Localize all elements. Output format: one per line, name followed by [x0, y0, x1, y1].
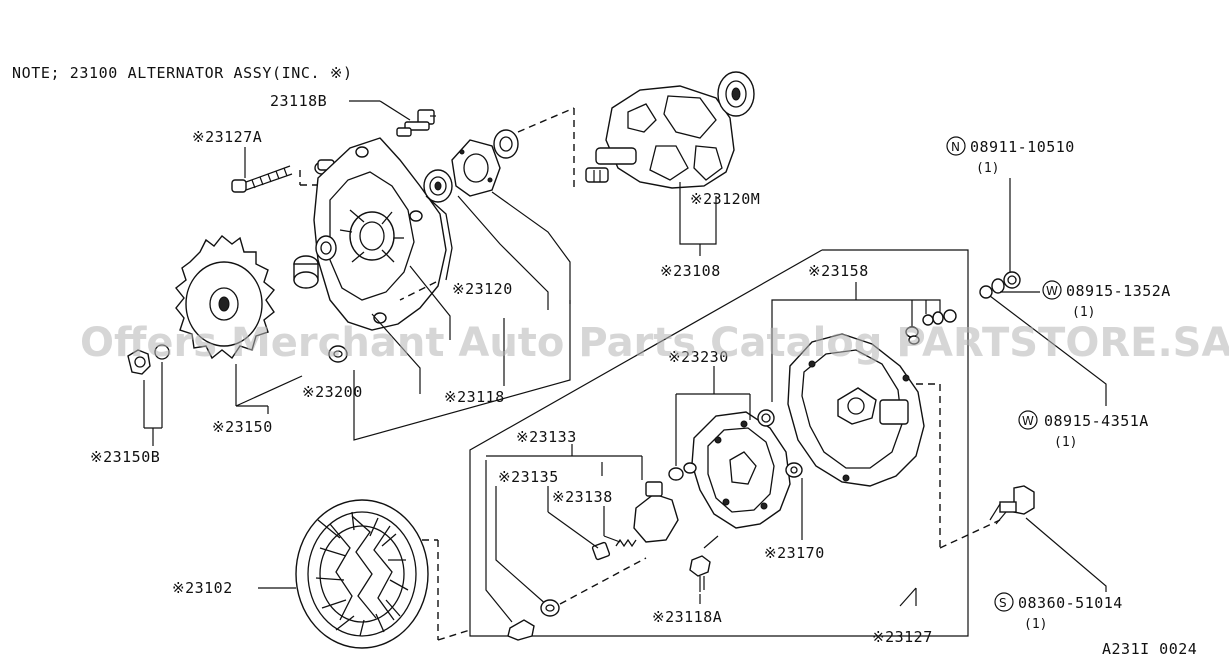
- leader-screw: [1025, 517, 1107, 592]
- fastener-nut-label[interactable]: N 08911-10510 (1): [946, 136, 1075, 176]
- leader-washer2: [989, 295, 1107, 406]
- fastener-screw-label[interactable]: S 08360-51014 (1): [994, 592, 1123, 632]
- leader-23118A-a: [703, 535, 719, 549]
- nut-prefix: N: [951, 140, 960, 154]
- part-pulley-collar[interactable]: [293, 235, 337, 289]
- leader-23120-a: [457, 195, 549, 310]
- part-23108-rotor[interactable]: [585, 85, 735, 189]
- part-bearing-retainer[interactable]: [451, 139, 501, 197]
- watermark-text: Offers Merchant Auto Parts Catalog PARTS…: [80, 320, 1229, 366]
- label-23127[interactable]: ※23127: [872, 628, 933, 646]
- part-terminal-nut[interactable]: [979, 271, 1021, 299]
- label-23230[interactable]: ※23230: [668, 348, 729, 366]
- label-23127A[interactable]: ※23127A: [192, 128, 262, 146]
- leader-23120-b: [491, 191, 571, 304]
- label-23102[interactable]: ※23102: [172, 579, 233, 597]
- label-23158[interactable]: ※23158: [808, 262, 869, 280]
- part-rotor-rear-bearing[interactable]: [717, 71, 755, 117]
- screw-qty: (1): [1024, 617, 1047, 632]
- part-23158-rear-housing[interactable]: [787, 333, 925, 487]
- part-23150B-nut[interactable]: [127, 344, 170, 375]
- part-terminal-washers[interactable]: [905, 309, 957, 345]
- label-23120M[interactable]: ※23120M: [690, 190, 760, 208]
- dashed-guide-8: [939, 519, 1001, 549]
- part-front-housing[interactable]: [313, 137, 453, 331]
- dashed-guide-3: [517, 107, 575, 133]
- washer2-code: 08915-4351A: [1044, 412, 1149, 430]
- leader-23138-b: [603, 535, 621, 543]
- group-frame-rear: [469, 249, 969, 637]
- washer1-qty: (1): [1072, 305, 1095, 320]
- label-23135[interactable]: ※23135: [498, 468, 559, 486]
- fastener-washer1-label[interactable]: W 08915-1352A (1): [1042, 280, 1171, 320]
- label-23120[interactable]: ※23120: [452, 280, 513, 298]
- part-23230-brush-holder[interactable]: [691, 411, 791, 529]
- part-23170-bushing[interactable]: [757, 409, 803, 478]
- nut-qty: (1): [976, 161, 999, 176]
- leader-23127-a: [899, 587, 917, 607]
- part-23138-spring[interactable]: [615, 538, 637, 548]
- dashed-guide-12: [437, 629, 471, 641]
- part-23127-bolt[interactable]: [507, 599, 560, 641]
- part-23118B-bolt[interactable]: [396, 109, 436, 137]
- leader-23200-b: [409, 265, 451, 340]
- leader-23200-a: [371, 313, 421, 394]
- label-23108[interactable]: ※23108: [660, 262, 721, 280]
- part-23102-stator[interactable]: [295, 499, 429, 649]
- nut-code: 08911-10510: [970, 138, 1075, 156]
- leader-23150-d: [235, 375, 303, 407]
- label-23150B[interactable]: ※23150B: [90, 448, 160, 466]
- part-spacer-ring[interactable]: [493, 129, 519, 159]
- washer2-prefix: W: [1022, 414, 1034, 428]
- washer2-qty: (1): [1054, 435, 1077, 450]
- part-housing-nut[interactable]: [328, 345, 348, 363]
- part-23127A-through-bolt[interactable]: [231, 165, 293, 193]
- leader-23133-a: [485, 460, 513, 623]
- leader-23118B-2: [379, 100, 411, 121]
- label-23118[interactable]: ※23118: [444, 388, 505, 406]
- part-brush-assembly[interactable]: [633, 462, 697, 543]
- leader-23108: [679, 182, 717, 245]
- label-23133[interactable]: ※23133: [516, 428, 577, 446]
- fastener-washer2-label[interactable]: W 08915-4351A (1): [1018, 410, 1149, 450]
- part-front-bearing[interactable]: [423, 169, 453, 203]
- label-23138[interactable]: ※23138: [552, 488, 613, 506]
- label-23118B[interactable]: 23118B: [270, 92, 327, 110]
- leader-23135-c: [547, 511, 599, 549]
- label-23118A[interactable]: ※23118A: [652, 608, 722, 626]
- leader-23135-a: [495, 486, 549, 607]
- label-23170[interactable]: ※23170: [764, 544, 825, 562]
- screw-prefix: S: [999, 596, 1007, 610]
- part-screw-08360[interactable]: [989, 485, 1035, 525]
- washer1-code: 08915-1352A: [1066, 282, 1171, 300]
- leader-23118-box: [353, 300, 571, 441]
- part-23135-brush[interactable]: [591, 541, 611, 561]
- part-23118A-screw[interactable]: [689, 555, 711, 592]
- note-text: NOTE; 23100 ALTERNATOR ASSY(INC. ※): [12, 64, 353, 82]
- dashed-guide-5: [399, 281, 437, 301]
- dashed-guide-9: [559, 557, 647, 605]
- screw-code: 08360-51014: [1018, 594, 1123, 612]
- diagram-code: A231I 0024: [1102, 640, 1197, 658]
- part-23150-fan[interactable]: [175, 235, 275, 360]
- label-23200[interactable]: ※23200: [302, 383, 363, 401]
- label-23150[interactable]: ※23150: [212, 418, 273, 436]
- washer1-prefix: W: [1046, 284, 1058, 298]
